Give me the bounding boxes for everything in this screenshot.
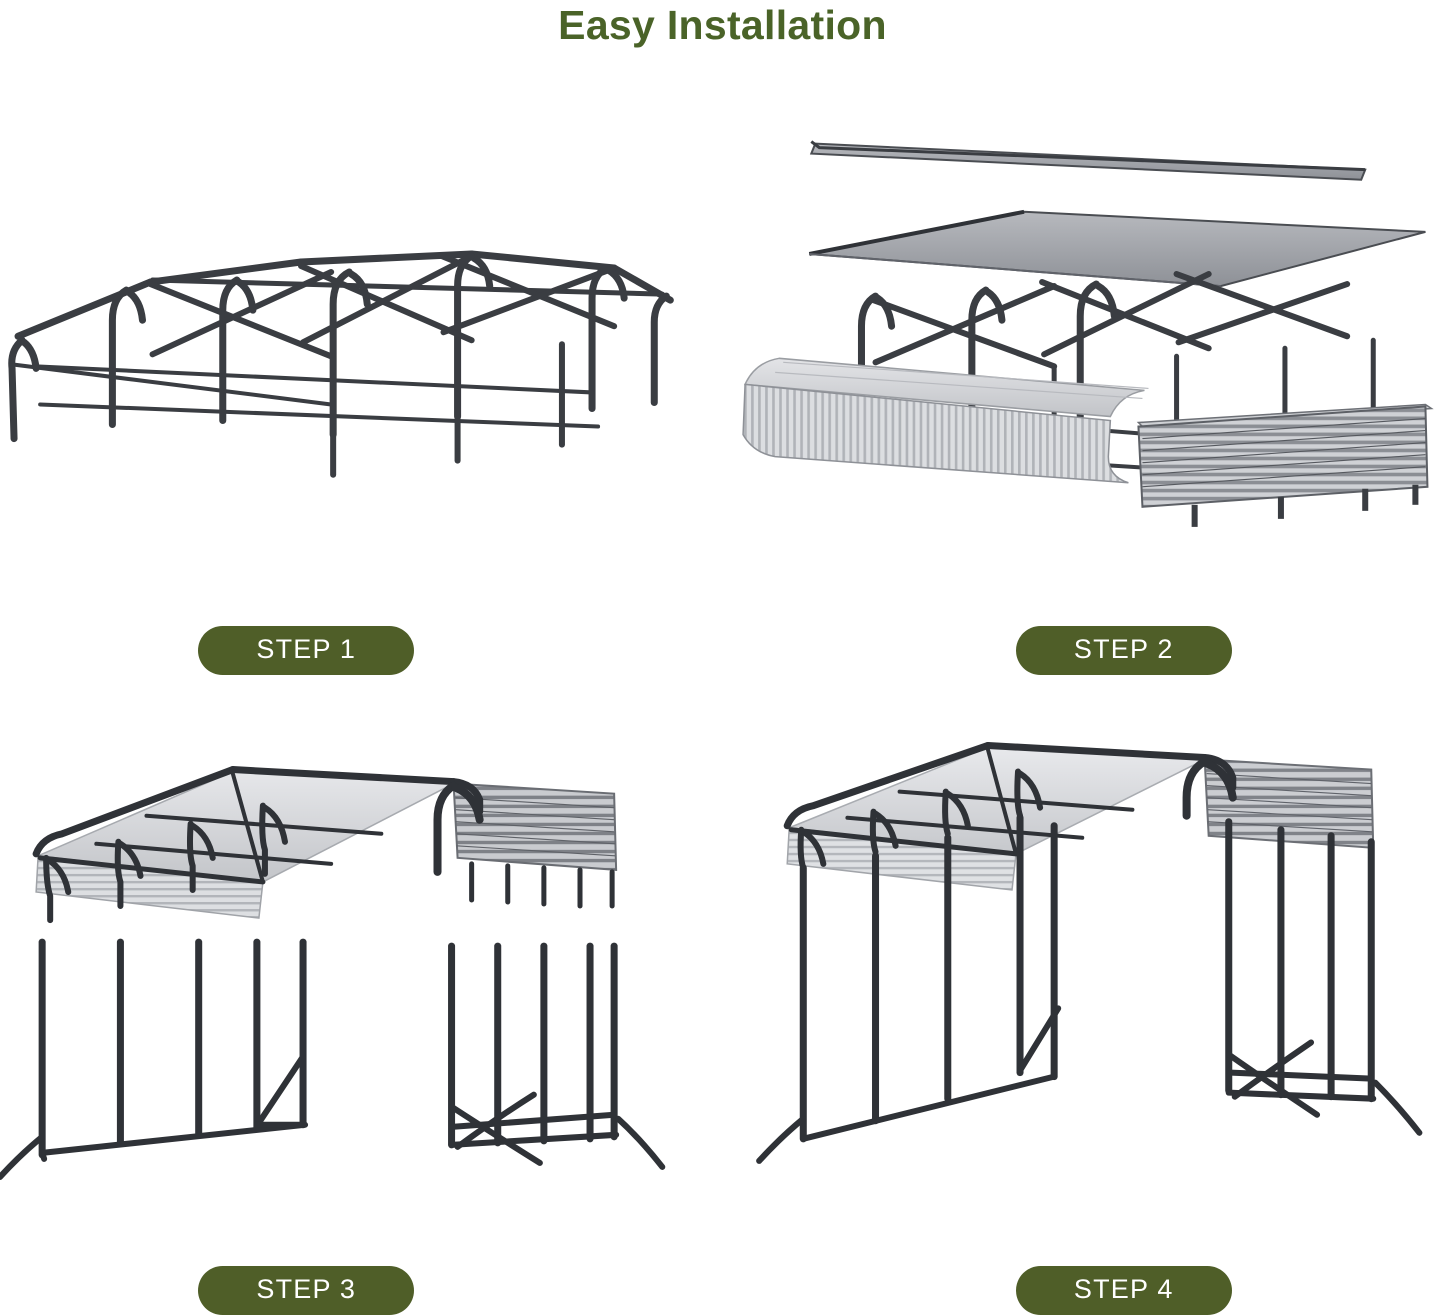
step-4-illustration <box>723 685 1445 1258</box>
step-card-3: STEP 3 <box>0 685 723 1310</box>
step-1-illustration <box>0 60 723 619</box>
step-card-1: STEP 1 <box>0 60 723 685</box>
step-card-2: STEP 2 <box>723 60 1445 685</box>
step-badge: STEP 2 <box>1016 626 1232 675</box>
step-badge: STEP 3 <box>198 1266 414 1315</box>
step-3-badge-row: STEP 3 <box>0 1266 723 1315</box>
step-2-badge-row: STEP 2 <box>723 626 1445 675</box>
page-title: Easy Installation <box>0 2 1445 49</box>
step-3-illustration <box>0 685 723 1258</box>
steps-grid: STEP 1 <box>0 60 1445 1309</box>
step-card-4: STEP 4 <box>723 685 1445 1310</box>
step-2-illustration <box>723 60 1445 619</box>
step-1-badge-row: STEP 1 <box>0 626 723 675</box>
step-badge: STEP 1 <box>198 626 414 675</box>
step-4-badge-row: STEP 4 <box>723 1266 1445 1315</box>
step-badge: STEP 4 <box>1016 1266 1232 1315</box>
